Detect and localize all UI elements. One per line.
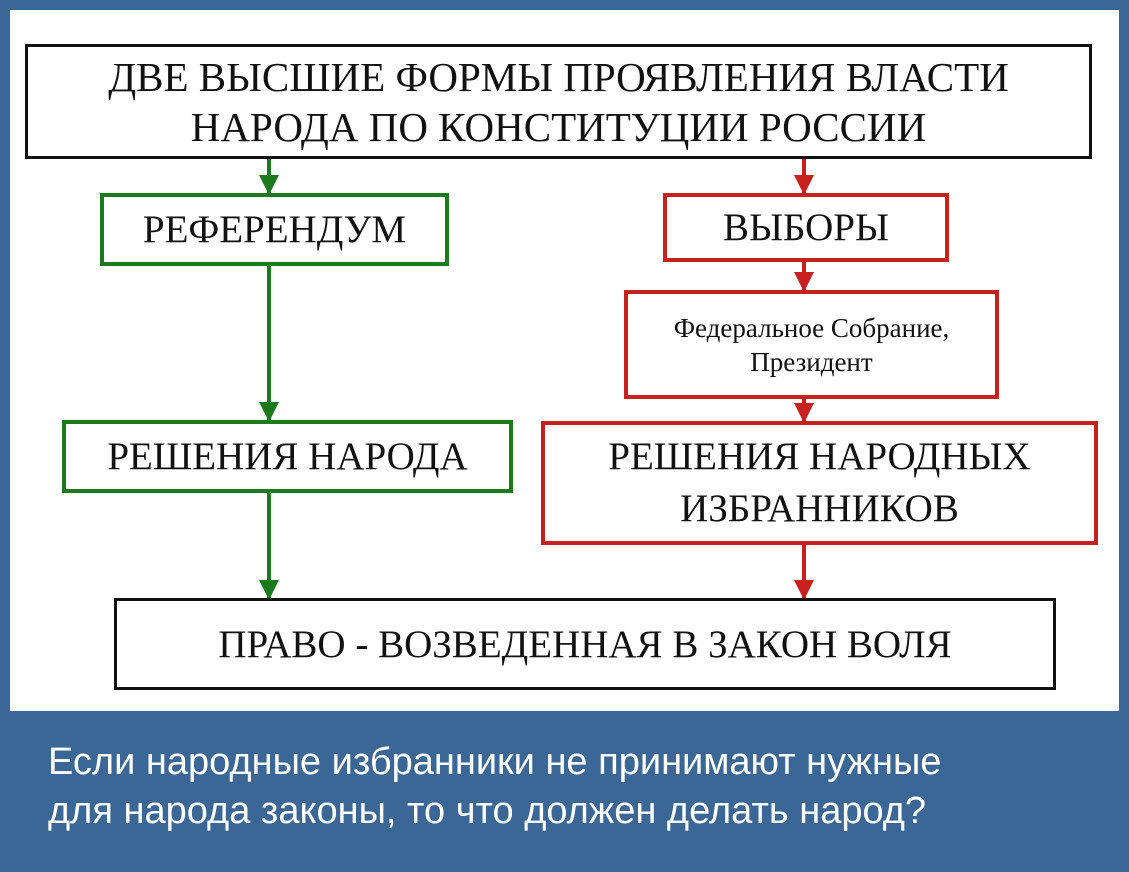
diagram-title: ДВЕ ВЫСШИЕ ФОРМЫ ПРОЯВЛЕНИЯ ВЛАСТИ НАРОД… — [25, 44, 1092, 159]
elections-label: ВЫБОРЫ — [722, 206, 890, 249]
question-caption: Если народные избранники не принимают ну… — [48, 741, 942, 832]
law-box: ПРАВО - ВОЗВЕДЕННАЯ В ЗАКОН ВОЛЯ — [114, 598, 1056, 690]
referendum-box: РЕФЕРЕНДУМ — [100, 193, 449, 266]
diagram-title-text: ДВЕ ВЫСШИЕ ФОРМЫ ПРОЯВЛЕНИЯ ВЛАСТИ НАРОД… — [108, 53, 1009, 150]
representatives-decisions-label: РЕШЕНИЯ НАРОДНЫХ ИЗБРАННИКОВ — [608, 435, 1031, 530]
law-label: ПРАВО - ВОЗВЕДЕННАЯ В ЗАКОН ВОЛЯ — [218, 622, 952, 666]
representatives-decisions-box: РЕШЕНИЯ НАРОДНЫХ ИЗБРАННИКОВ — [541, 421, 1098, 545]
referendum-label: РЕФЕРЕНДУМ — [142, 208, 407, 251]
people-decisions-box: РЕШЕНИЯ НАРОДА — [62, 420, 513, 493]
federal-assembly-box: Федеральное Собрание, Президент — [624, 290, 999, 399]
federal-assembly-label: Федеральное Собрание, Президент — [673, 312, 950, 377]
elections-box: ВЫБОРЫ — [663, 193, 949, 262]
people-decisions-label: РЕШЕНИЯ НАРОДА — [107, 435, 468, 478]
